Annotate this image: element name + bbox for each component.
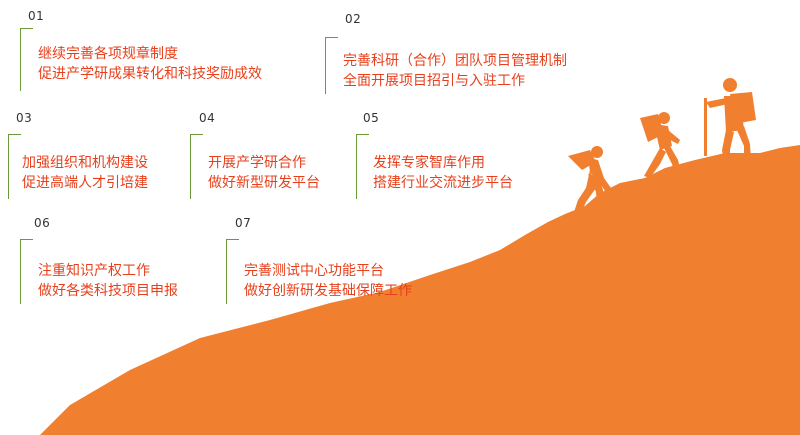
climber-3: [704, 78, 756, 162]
item-number: 05: [363, 111, 380, 125]
item-number: 03: [16, 111, 33, 125]
item-line-1: 加强组织和机构建设: [22, 155, 148, 171]
item-line-2: 做好创新研发基础保障工作: [244, 283, 412, 299]
item-line-2: 做好各类科技项目申报: [38, 283, 178, 299]
item-line-1: 发挥专家智库作用: [373, 155, 485, 171]
item-line-2: 搭建行业交流进步平台: [373, 175, 513, 191]
climber-2: [640, 112, 682, 178]
mountain-silhouette: [40, 145, 800, 435]
climber-1: [568, 146, 611, 220]
item-line-2: 促进高端人才引培建: [22, 175, 148, 191]
item-number: 02: [345, 12, 362, 26]
item-bracket: [8, 134, 21, 199]
item-line-2: 全面开展项目招引与入驻工作: [343, 73, 525, 89]
item-line-1: 注重知识产权工作: [38, 263, 150, 279]
item-line-1: 完善科研（合作）团队项目管理机制: [343, 53, 567, 69]
item-number: 04: [199, 111, 216, 125]
item-bracket: [190, 134, 203, 199]
item-bracket: [226, 239, 239, 304]
item-bracket: [20, 239, 33, 304]
item-number: 01: [28, 9, 45, 23]
item-number: 07: [235, 216, 252, 230]
item-line-2: 做好新型研发平台: [208, 175, 320, 191]
item-line-2: 促进产学研成果转化和科技奖励成效: [38, 66, 262, 82]
item-line-1: 继续完善各项规章制度: [38, 46, 178, 62]
item-bracket: [325, 37, 338, 94]
item-bracket: [20, 28, 33, 91]
item-bracket: [356, 134, 369, 199]
item-number: 06: [34, 216, 51, 230]
item-line-1: 开展产学研合作: [208, 155, 306, 171]
item-line-1: 完善测试中心功能平台: [244, 263, 384, 279]
